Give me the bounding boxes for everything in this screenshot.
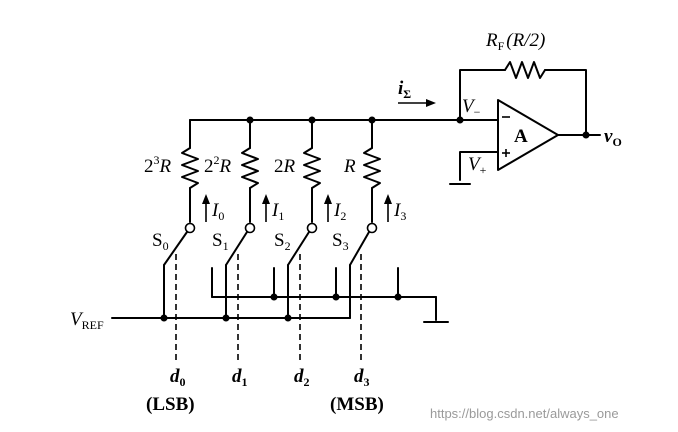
switch-blade-2 [287, 231, 310, 266]
bit-label-3: d3 [354, 366, 370, 389]
switch-label-0: S0 [152, 230, 169, 253]
opamp-label: A [514, 126, 528, 147]
current-label-2: I2 [333, 200, 346, 223]
resistor-label-3: R [343, 156, 356, 177]
switch-contact-1 [244, 222, 256, 234]
current-arrow-3 [384, 194, 392, 222]
sum-current-label: iΣ [398, 78, 411, 101]
junction-dot [394, 293, 402, 301]
bit-label-0: d0 [170, 366, 186, 389]
feedback-wire-right [544, 69, 587, 136]
feedback-wire-left [459, 69, 506, 121]
vref-label: VREF [70, 309, 104, 332]
current-label-1: I1 [271, 200, 284, 223]
watermark: https://blog.csdn.net/always_one [430, 406, 619, 421]
lsb-label: (LSB) [146, 394, 195, 415]
junction-dot [332, 293, 340, 301]
switch-contact-0 [184, 222, 196, 234]
current-arrow-1 [262, 194, 270, 222]
current-label-3: I3 [393, 200, 406, 223]
current-arrow-0 [202, 194, 210, 222]
resistor-branch-1 [241, 147, 259, 189]
switch-blade-1 [225, 231, 248, 266]
junction-dot [284, 314, 292, 322]
switch-blade-3 [349, 231, 370, 266]
switch-contact-2 [306, 222, 318, 234]
junction-dot [160, 314, 168, 322]
resistor-label-2: 2R [274, 156, 296, 177]
vplus-label: V+ [468, 154, 487, 177]
switch-label-2: S2 [274, 230, 291, 253]
msb-label: (MSB) [330, 394, 384, 415]
junction-dot [270, 293, 278, 301]
junction-dot [222, 314, 230, 322]
feedback-resistor [504, 61, 546, 79]
switch-label-3: S3 [332, 230, 349, 253]
current-arrow-2 [324, 194, 332, 222]
resistor-branch-0 [181, 147, 199, 189]
resistor-label-0: 23R [144, 153, 172, 177]
output-label: vO [604, 126, 622, 149]
switch-label-1: S1 [212, 230, 229, 253]
opamp-triangle [497, 99, 559, 171]
resistor-branch-2 [303, 147, 321, 189]
switch-contact-3 [366, 222, 378, 234]
resistor-branch-3 [363, 147, 381, 189]
feedback-resistor-label: RF(R/2) [485, 30, 545, 53]
vminus-label: V− [462, 96, 481, 119]
noninverting-to-ground [459, 151, 499, 181]
bit-label-2: d2 [294, 366, 310, 389]
bit-label-1: d1 [232, 366, 248, 389]
switch-blade-0 [163, 231, 188, 266]
resistor-label-1: 22R [204, 153, 232, 177]
current-label-0: I0 [211, 200, 224, 223]
sum-current-arrow [398, 99, 436, 107]
